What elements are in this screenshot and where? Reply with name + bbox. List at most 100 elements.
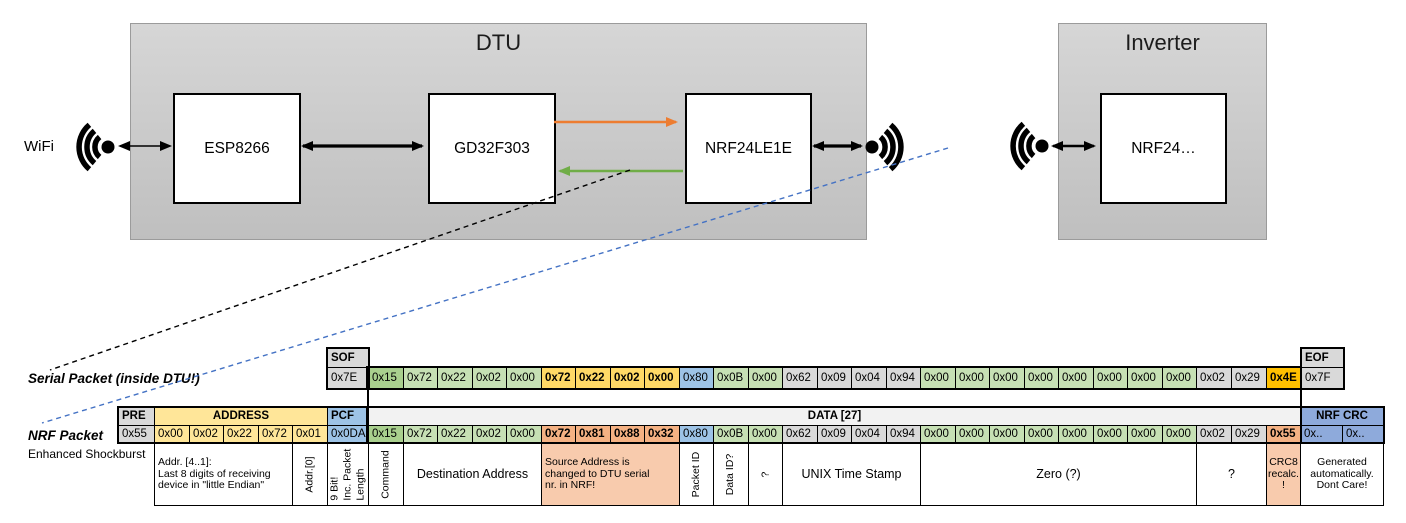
nrf-packet-label: NRF Packet bbox=[28, 428, 104, 443]
nrf-crc-cell: 0x.. bbox=[1300, 425, 1343, 444]
esp8266-label: ESP8266 bbox=[204, 139, 270, 157]
serial-byte-cell: 0x72 bbox=[403, 367, 438, 389]
nrf24le1e-box: NRF24LE1E bbox=[685, 93, 812, 204]
serial-byte-cell: 0x04 bbox=[851, 367, 887, 389]
serial-byte-cell: 0x00 bbox=[506, 367, 542, 389]
serial-byte-cell: 0x02 bbox=[472, 367, 507, 389]
eof-value-cell: 0x7F bbox=[1301, 367, 1344, 389]
nrf-byte-cell: 0x81 bbox=[575, 425, 611, 444]
pcf-header-cell: PCF bbox=[327, 407, 369, 426]
serial-byte-cell: 0x00 bbox=[1024, 367, 1059, 389]
annotation-box: Source Address is changed to DTU serial … bbox=[541, 443, 680, 506]
serial-byte-cell: 0x4E bbox=[1266, 367, 1301, 389]
nrf-address-cell: 0x02 bbox=[189, 425, 224, 444]
gd32f303-label: GD32F303 bbox=[454, 139, 530, 157]
annotation-box: Addr. [4..1]: Last 8 digits of receiving… bbox=[154, 443, 293, 506]
annotation-box: Command bbox=[368, 443, 404, 506]
nrf-byte-cell: 0x02 bbox=[472, 425, 507, 444]
annotation-box: UNIX Time Stamp bbox=[782, 443, 921, 506]
nrf-byte-cell: 0x55 bbox=[1266, 425, 1301, 444]
annotation-box: Data ID? bbox=[713, 443, 749, 506]
nrf-byte-cell: 0x04 bbox=[851, 425, 887, 444]
serial-byte-cell: 0x02 bbox=[1196, 367, 1232, 389]
gd32f303-box: GD32F303 bbox=[428, 93, 556, 204]
sof-value-cell: 0x7E bbox=[327, 367, 369, 389]
serial-byte-cell: 0x22 bbox=[437, 367, 473, 389]
pre-value-cell: 0x55 bbox=[118, 425, 155, 444]
annotation-box: CRC8 recalc. ! bbox=[1266, 443, 1301, 506]
nrf-byte-cell: 0x72 bbox=[403, 425, 438, 444]
serial-packet-label: Serial Packet (inside DTU!) bbox=[28, 371, 200, 386]
left-row-connector bbox=[367, 389, 369, 407]
serial-byte-cell: 0x00 bbox=[955, 367, 990, 389]
nrf-byte-cell: 0x00 bbox=[920, 425, 956, 444]
inverter-title: Inverter bbox=[1125, 30, 1200, 55]
nrf-byte-cell: 0x00 bbox=[989, 425, 1025, 444]
right-row-connector bbox=[1300, 389, 1302, 407]
annotation-box: Destination Address bbox=[403, 443, 542, 506]
pre-header-cell: PRE bbox=[118, 407, 155, 426]
nrf-byte-cell: 0x94 bbox=[886, 425, 921, 444]
inverter-nrf-label: NRF24… bbox=[1131, 139, 1196, 157]
nrf-byte-cell: 0x00 bbox=[506, 425, 542, 444]
serial-byte-cell: 0x00 bbox=[920, 367, 956, 389]
wifi-icon-dtu bbox=[76, 122, 115, 172]
serial-byte-cell: 0x09 bbox=[817, 367, 852, 389]
enhanced-shockburst-label: Enhanced Shockburst bbox=[28, 447, 146, 461]
nrf-byte-cell: 0x0B bbox=[713, 425, 749, 444]
nrf-address-cell: 0x22 bbox=[223, 425, 259, 444]
nrf-byte-cell: 0x29 bbox=[1231, 425, 1267, 444]
nrf-address-cell: 0x00 bbox=[154, 425, 190, 444]
annotation-box: Packet ID bbox=[679, 443, 714, 506]
serial-byte-cell: 0x0B bbox=[713, 367, 749, 389]
serial-byte-cell: 0x72 bbox=[541, 367, 576, 389]
wifi-label: WiFi bbox=[24, 138, 54, 155]
serial-byte-cell: 0x00 bbox=[644, 367, 680, 389]
data-header-cell: DATA [27] bbox=[368, 407, 1301, 426]
serial-byte-cell: 0x00 bbox=[1058, 367, 1094, 389]
serial-byte-cell: 0x02 bbox=[610, 367, 645, 389]
nrf-address-cell: 0x72 bbox=[258, 425, 293, 444]
nrf-byte-cell: 0x32 bbox=[644, 425, 680, 444]
sof-header-cell: SOF bbox=[327, 348, 369, 368]
annotation-box: Zero (?) bbox=[920, 443, 1197, 506]
nrf-crc-cell: 0x.. bbox=[1342, 425, 1384, 444]
nrf-byte-cell: 0x00 bbox=[1162, 425, 1197, 444]
serial-byte-cell: 0x62 bbox=[782, 367, 818, 389]
nrf-byte-cell: 0x72 bbox=[541, 425, 576, 444]
wifi-icon-inverter bbox=[1010, 121, 1049, 171]
inverter-nrf-box: NRF24… bbox=[1100, 93, 1227, 204]
nrf-byte-cell: 0x15 bbox=[368, 425, 404, 444]
nrf-byte-cell: 0x00 bbox=[748, 425, 783, 444]
annotation-box: ? bbox=[748, 443, 783, 506]
nrf24le1e-label: NRF24LE1E bbox=[704, 139, 792, 157]
dtu-title: DTU bbox=[475, 30, 522, 55]
pcf-value-cell: 0x0DA bbox=[327, 425, 369, 444]
nrf-byte-cell: 0x88 bbox=[610, 425, 645, 444]
serial-byte-cell: 0x00 bbox=[989, 367, 1025, 389]
nrf-byte-cell: 0x02 bbox=[1196, 425, 1232, 444]
serial-byte-cell: 0x00 bbox=[1093, 367, 1128, 389]
esp8266-box: ESP8266 bbox=[173, 93, 301, 204]
eof-header-cell: EOF bbox=[1301, 348, 1344, 368]
nrf-byte-cell: 0x00 bbox=[1024, 425, 1059, 444]
nrf-byte-cell: 0x00 bbox=[1058, 425, 1094, 444]
address-header-cell: ADDRESS bbox=[154, 407, 328, 426]
annotation-box: Addr.[0] bbox=[292, 443, 328, 506]
nrf-byte-cell: 0x62 bbox=[782, 425, 818, 444]
nrf-byte-cell: 0x80 bbox=[679, 425, 714, 444]
serial-byte-cell: 0x00 bbox=[1127, 367, 1163, 389]
serial-byte-cell: 0x00 bbox=[1162, 367, 1197, 389]
nrf-byte-cell: 0x00 bbox=[1093, 425, 1128, 444]
nrf-address-cell: 0x01 bbox=[292, 425, 328, 444]
annotation-box: Generated automatically. Dont Care! bbox=[1300, 443, 1384, 506]
nrf-byte-cell: 0x09 bbox=[817, 425, 852, 444]
serial-byte-cell: 0x94 bbox=[886, 367, 921, 389]
nrf-byte-cell: 0x00 bbox=[955, 425, 990, 444]
serial-byte-cell: 0x15 bbox=[368, 367, 404, 389]
serial-byte-cell: 0x00 bbox=[748, 367, 783, 389]
annotation-box: ? bbox=[1196, 443, 1267, 506]
serial-byte-cell: 0x22 bbox=[575, 367, 611, 389]
nrf-crc-header-cell: NRF CRC bbox=[1300, 407, 1384, 426]
